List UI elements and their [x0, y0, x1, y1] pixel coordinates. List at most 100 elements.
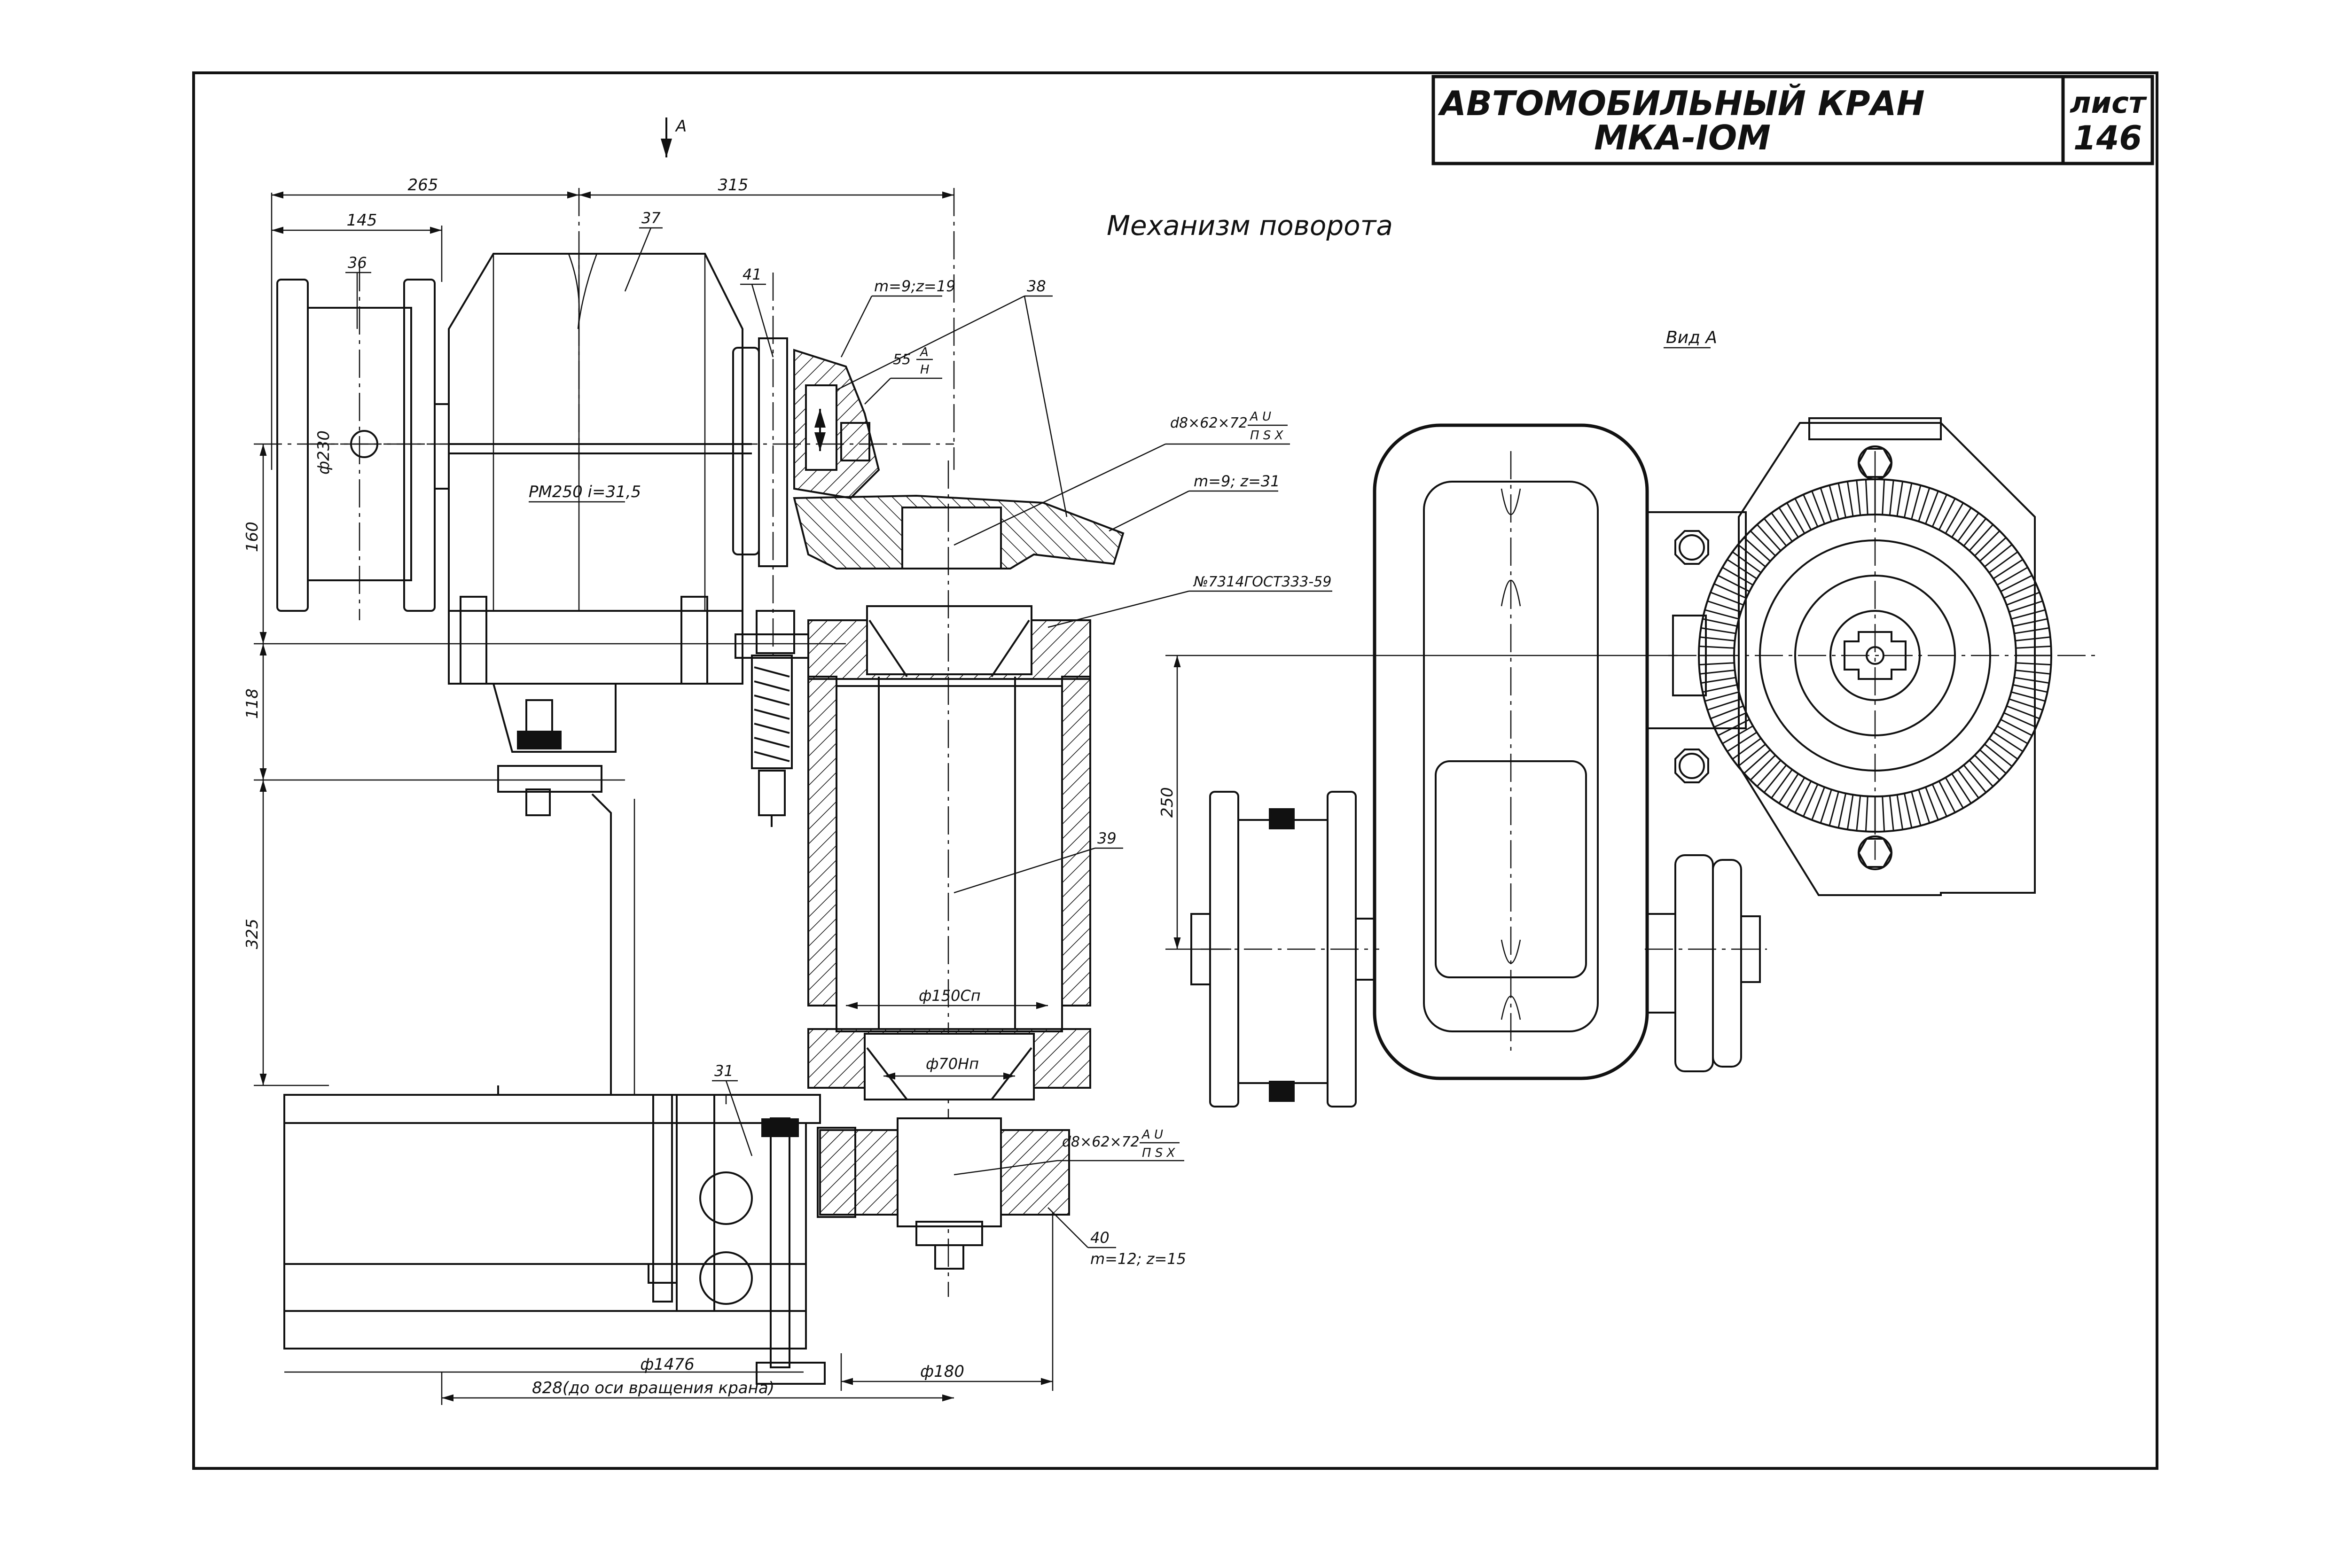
gear-tooth-line — [1997, 725, 2028, 744]
gear-tooth-line — [2003, 712, 2037, 728]
drawing-heading: Механизм поворота — [1107, 210, 1393, 242]
gear-tooth-line — [1931, 784, 1947, 817]
gear-tooth-line — [1829, 791, 1839, 826]
gear-tooth-line — [1945, 777, 1964, 809]
brake-drum-36: ф230 — [276, 263, 747, 620]
gear-tooth-line — [1988, 738, 2018, 760]
gear-tooth-line — [1951, 773, 1972, 804]
gear-tooth-line — [1969, 759, 1994, 787]
gear-tooth-line — [1837, 483, 1847, 518]
svg-text:31: 31 — [714, 1062, 734, 1080]
gear-tooth-line — [1969, 524, 1994, 552]
svg-text:37: 37 — [641, 209, 661, 227]
svg-text:m=9;z=19: m=9;z=19 — [874, 277, 955, 295]
gear-tooth-line — [1786, 502, 1806, 534]
gear-tooth-line — [1743, 537, 1771, 562]
svg-text:ф1476: ф1476 — [640, 1355, 695, 1374]
gear-tooth-line — [2013, 684, 2048, 693]
gear-tooth-line — [1803, 784, 1819, 817]
gear-tooth-line — [1732, 551, 1762, 573]
svg-text:d8×62×72: d8×62×72 — [1062, 1134, 1140, 1150]
gear-tooth-line — [1865, 479, 1868, 515]
gear-tooth-line — [1702, 618, 1737, 627]
gear-tooth-line — [1974, 755, 2001, 781]
gear-tooth-line — [2016, 662, 2051, 666]
gear-tooth-line — [1713, 583, 1747, 599]
gear-tooth-line — [1718, 718, 1750, 736]
gear-tooth-line — [1701, 627, 1736, 634]
gear-tooth-line — [1829, 485, 1839, 520]
view-a-title: Вид А — [1666, 328, 1717, 347]
left-vertical-dims: 160 118 325 — [243, 443, 954, 1086]
gear-tooth-line — [2016, 645, 2051, 649]
gear-tooth-line — [1771, 769, 1793, 799]
svg-text:A: A — [919, 345, 929, 359]
svg-text:ф70Нп: ф70Нп — [926, 1055, 979, 1073]
gear-tooth-line — [1786, 777, 1806, 809]
bottom-dimensions: ф1476 ф180 828(до оси вращения крана) — [284, 1212, 1054, 1405]
gear-tooth-line — [1699, 669, 1735, 675]
gear-tooth-line — [1997, 567, 2028, 586]
gear-tooth-line — [1846, 481, 1854, 516]
svg-text:325: 325 — [243, 919, 262, 949]
gear-tooth-line — [1938, 498, 1956, 530]
svg-text:ф230: ф230 — [314, 430, 333, 475]
gear-tooth-line — [1889, 796, 1894, 831]
gear-tooth-line — [1984, 743, 2013, 767]
gear-tooth-line — [1882, 479, 1885, 515]
gear-tooth-line — [1979, 537, 2007, 562]
reducer-37: РМ250 i=31,5 — [448, 253, 752, 816]
gear-tooth-line — [1911, 485, 1922, 520]
gear-tooth-line — [1820, 789, 1832, 824]
gear-tooth-line — [1856, 480, 1861, 515]
bevel-gear-pinion — [793, 349, 880, 499]
gear-tooth-line — [2013, 618, 2048, 627]
gear-tooth-line — [1979, 749, 2007, 774]
gear-tooth-line — [2000, 575, 2032, 593]
gear-tooth-line — [1794, 780, 1812, 813]
gear-tooth-line — [1702, 684, 1737, 693]
svg-text:41: 41 — [743, 265, 762, 283]
svg-text:d8×62×72: d8×62×72 — [1170, 415, 1248, 431]
gear-tooth-line — [1710, 592, 1744, 606]
gear-tooth-line — [1903, 483, 1913, 518]
gear-tooth-line — [1727, 732, 1758, 752]
gear-tooth-line — [1722, 567, 1753, 586]
gear-tooth-line — [1993, 732, 2024, 752]
gear-tooth-line — [1710, 705, 1744, 719]
svg-text:m=9; z=31: m=9; z=31 — [1194, 472, 1280, 490]
gear-tooth-line — [1743, 749, 1771, 774]
gear-tooth-line — [1704, 691, 1739, 702]
svg-text:265: 265 — [408, 176, 438, 195]
gear-tooth-line — [2014, 677, 2049, 684]
svg-text:A U: A U — [1249, 410, 1271, 424]
svg-text:H: H — [920, 363, 930, 377]
gear-tooth-line — [1794, 498, 1812, 530]
svg-text:250: 250 — [1158, 787, 1177, 818]
gear-tooth-line — [1713, 712, 1747, 728]
svg-text:ф150Сп: ф150Сп — [919, 987, 981, 1005]
gear-tooth-line — [1938, 780, 1956, 813]
gear-tooth-line — [1803, 494, 1819, 527]
gear-tooth-line — [1771, 512, 1793, 542]
gear-tooth-line — [1778, 507, 1799, 538]
gear-tooth-line — [1704, 609, 1739, 620]
gear-tooth-line — [2006, 705, 2040, 719]
gear-tooth-line — [1931, 494, 1947, 527]
gear-tooth-line — [1756, 759, 1782, 787]
gear-tooth-line — [1889, 480, 1894, 515]
gear-tooth-line — [1763, 518, 1787, 546]
gear-tooth-line — [1945, 502, 1964, 534]
svg-text:118: 118 — [243, 688, 262, 719]
gear-tooth-line — [1701, 677, 1736, 684]
gear-tooth-line — [1925, 491, 1939, 524]
gear-tooth-line — [1750, 530, 1776, 556]
sheet-label: лист — [2070, 86, 2147, 120]
gear-tooth-line — [1699, 662, 1735, 666]
gear-tooth-line — [1811, 787, 1825, 820]
gear-tooth-line — [2009, 600, 2043, 613]
svg-text:m=12; z=15: m=12; z=15 — [1090, 1250, 1186, 1268]
gear-tooth-line — [2006, 592, 2040, 606]
svg-text:РМ250 i=31,5: РМ250 i=31,5 — [529, 483, 641, 501]
gear-tooth-line — [1737, 743, 1766, 767]
